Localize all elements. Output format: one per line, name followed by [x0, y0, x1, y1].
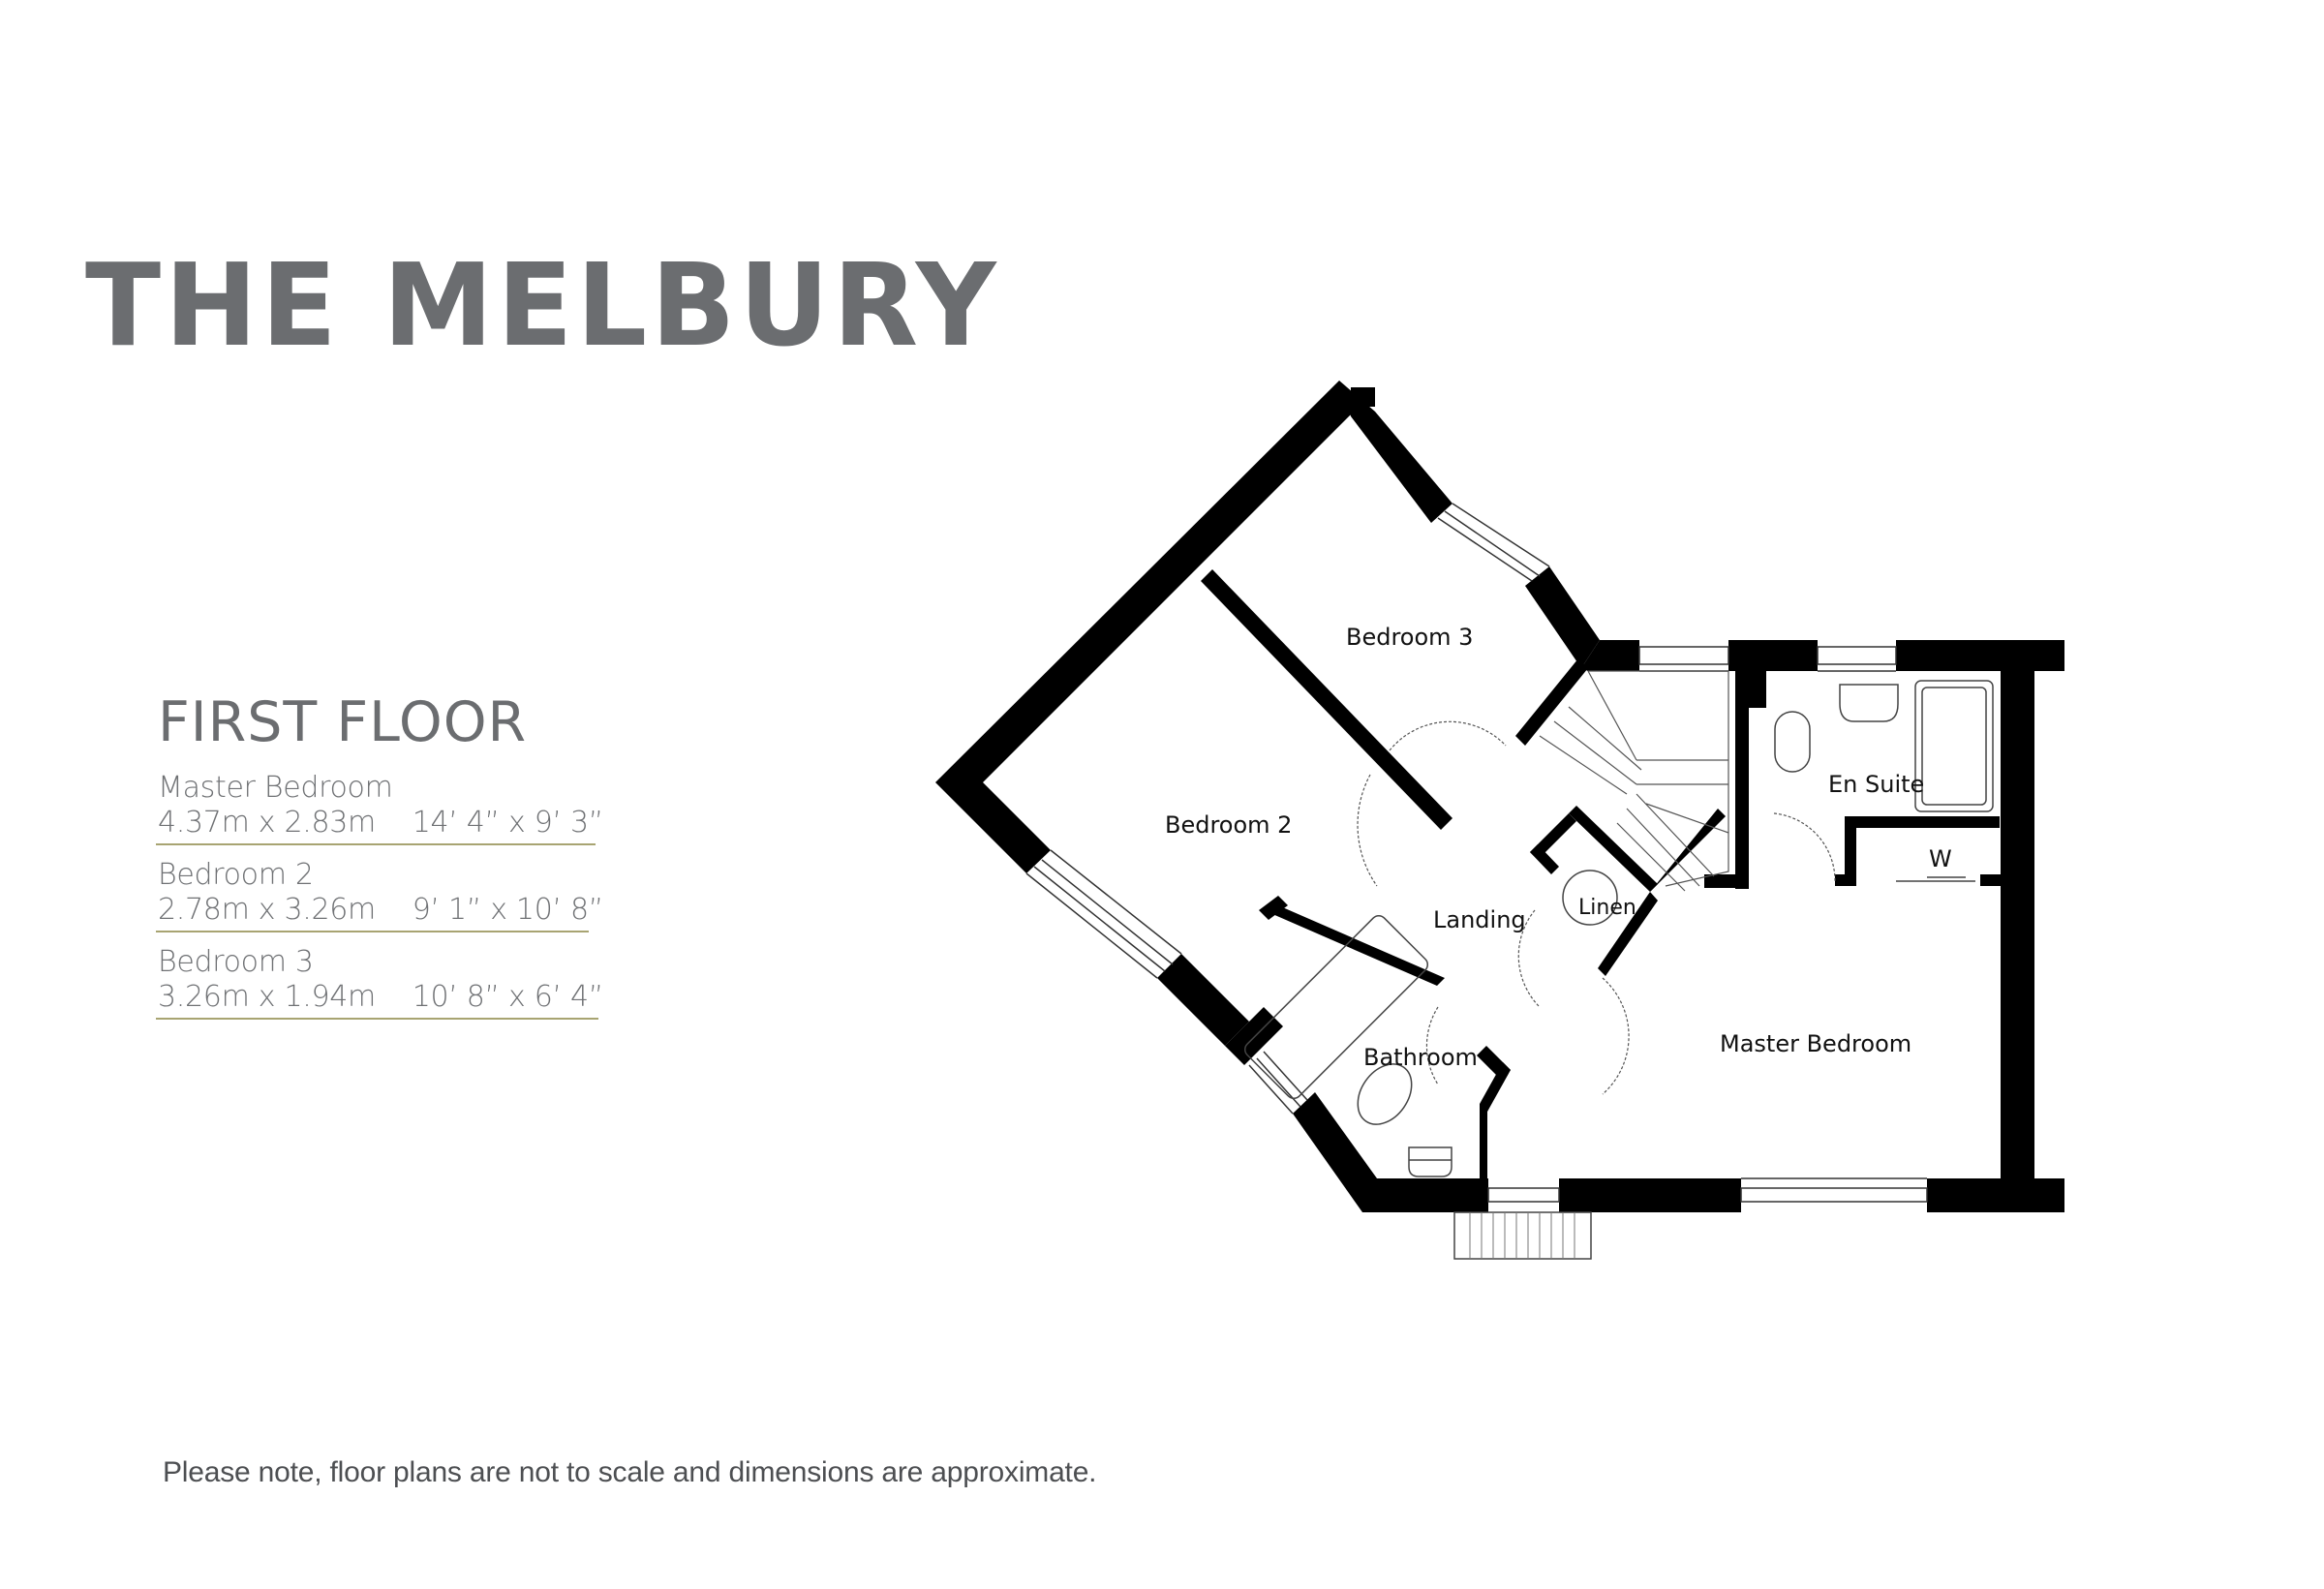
label-master-bedroom: Master Bedroom — [1720, 1030, 1911, 1057]
room-name: Bedroom 3 — [158, 945, 314, 979]
floor-heading: FIRST FLOOR — [158, 690, 528, 754]
room-dims: 4.37m x 2.83m 14’ 4” x 9’ 3” — [158, 806, 603, 840]
page-title: THE MELBURY — [85, 238, 1000, 372]
room-name: Master Bedroom — [158, 771, 393, 805]
room-dimension-item: Bedroom 3 3.26m x 1.94m 10’ 8” x 6’ 4” — [156, 945, 603, 1032]
divider — [156, 931, 589, 932]
room-dimensions-list: Master Bedroom 4.37m x 2.83m 14’ 4” x 9’… — [156, 771, 603, 1032]
room-dims: 3.26m x 1.94m 10’ 8” x 6’ 4” — [158, 980, 603, 1015]
label-bedroom-3: Bedroom 3 — [1346, 624, 1473, 651]
room-dims: 2.78m x 3.26m 9’ 1” x 10’ 8” — [158, 893, 603, 928]
label-bathroom: Bathroom — [1363, 1044, 1478, 1071]
divider — [156, 843, 596, 845]
room-metric: 3.26m x 1.94m — [158, 980, 376, 1014]
label-en-suite: En Suite — [1828, 771, 1924, 798]
label-landing: Landing — [1433, 906, 1526, 933]
room-imperial: 14’ 4” x 9’ 3” — [412, 806, 604, 840]
room-metric: 2.78m x 3.26m — [158, 893, 376, 927]
room-dimension-item: Bedroom 2 2.78m x 3.26m 9’ 1” x 10’ 8” — [156, 858, 603, 945]
label-wardrobe: W — [1929, 845, 1952, 872]
room-dimension-item: Master Bedroom 4.37m x 2.83m 14’ 4” x 9’… — [156, 771, 603, 858]
door-swings — [1357, 720, 1836, 1095]
staircase — [1539, 670, 1729, 892]
label-linen: Linen — [1578, 896, 1636, 920]
disclaimer-note: Please note, floor plans are not to scal… — [163, 1456, 1097, 1488]
windows — [1025, 503, 1928, 1203]
label-bedroom-2: Bedroom 2 — [1165, 811, 1292, 839]
exterior-walls — [935, 381, 2064, 1212]
room-metric: 4.37m x 2.83m — [158, 806, 376, 840]
room-imperial: 9’ 1” x 10’ 8” — [412, 893, 604, 927]
fixtures — [1243, 680, 1994, 1260]
room-imperial: 10’ 8” x 6’ 4” — [412, 980, 604, 1014]
porch-steps — [1469, 1212, 1575, 1259]
room-name: Bedroom 2 — [158, 858, 314, 892]
divider — [156, 1018, 598, 1020]
interior-walls — [1201, 569, 2001, 1179]
